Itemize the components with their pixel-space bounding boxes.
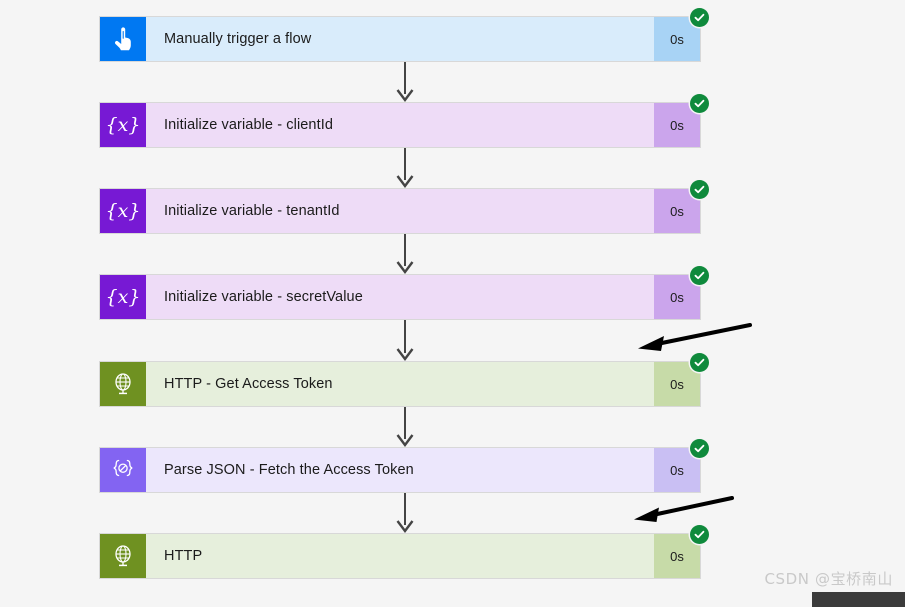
arrow-to-http-get-access-token [630, 320, 755, 356]
variable-glyph: {x} [105, 199, 141, 222]
flow-step-card[interactable]: {x} Initialize variable - clientId 0s [99, 94, 709, 148]
status-succeeded-icon [690, 8, 709, 27]
flow-step-title: Parse JSON - Fetch the Access Token [164, 462, 414, 478]
variable-glyph: {x} [105, 285, 141, 308]
flow-step-title: Initialize variable - clientId [164, 117, 334, 133]
csdn-watermark: CSDN @宝桥南山 [764, 570, 893, 588]
flow-step-duration: 0s [654, 275, 700, 319]
flow-step-card[interactable]: {x} Initialize variable - secretValue 0s [99, 266, 709, 320]
variable-icon: {x} [100, 103, 146, 147]
globe-icon [100, 534, 146, 578]
status-succeeded-icon [690, 353, 709, 372]
arrow-to-http [628, 494, 738, 526]
connector-2 [396, 148, 414, 188]
status-succeeded-icon [690, 266, 709, 285]
parse-json-icon [100, 448, 146, 492]
status-succeeded-icon [690, 439, 709, 458]
flow-step-card[interactable]: HTTP 0s [99, 525, 709, 579]
flow-step-title: HTTP [164, 548, 203, 564]
flow-step-card[interactable]: Manually trigger a flow 0s [99, 8, 709, 62]
flow-step-card[interactable]: Parse JSON - Fetch the Access Token 0s [99, 439, 709, 493]
flow-step-title: Manually trigger a flow [164, 31, 312, 47]
flow-step-title: Initialize variable - tenantId [164, 203, 340, 219]
flow-step-title: Initialize variable - secretValue [164, 289, 363, 305]
connector-1 [396, 62, 414, 102]
status-succeeded-icon [690, 525, 709, 544]
manual-trigger-icon [100, 17, 146, 61]
globe-icon [100, 362, 146, 406]
connector-6 [396, 493, 414, 533]
variable-glyph: {x} [105, 113, 141, 136]
connector-5 [396, 407, 414, 447]
variable-icon: {x} [100, 275, 146, 319]
flow-step-title: HTTP - Get Access Token [164, 376, 333, 392]
variable-icon: {x} [100, 189, 146, 233]
flow-step-card[interactable]: HTTP - Get Access Token 0s [99, 353, 709, 407]
connector-4 [396, 320, 414, 361]
status-succeeded-icon [690, 94, 709, 113]
connector-3 [396, 234, 414, 274]
corner-bar [812, 592, 905, 607]
flow-step-card[interactable]: {x} Initialize variable - tenantId 0s [99, 180, 709, 234]
status-succeeded-icon [690, 180, 709, 199]
